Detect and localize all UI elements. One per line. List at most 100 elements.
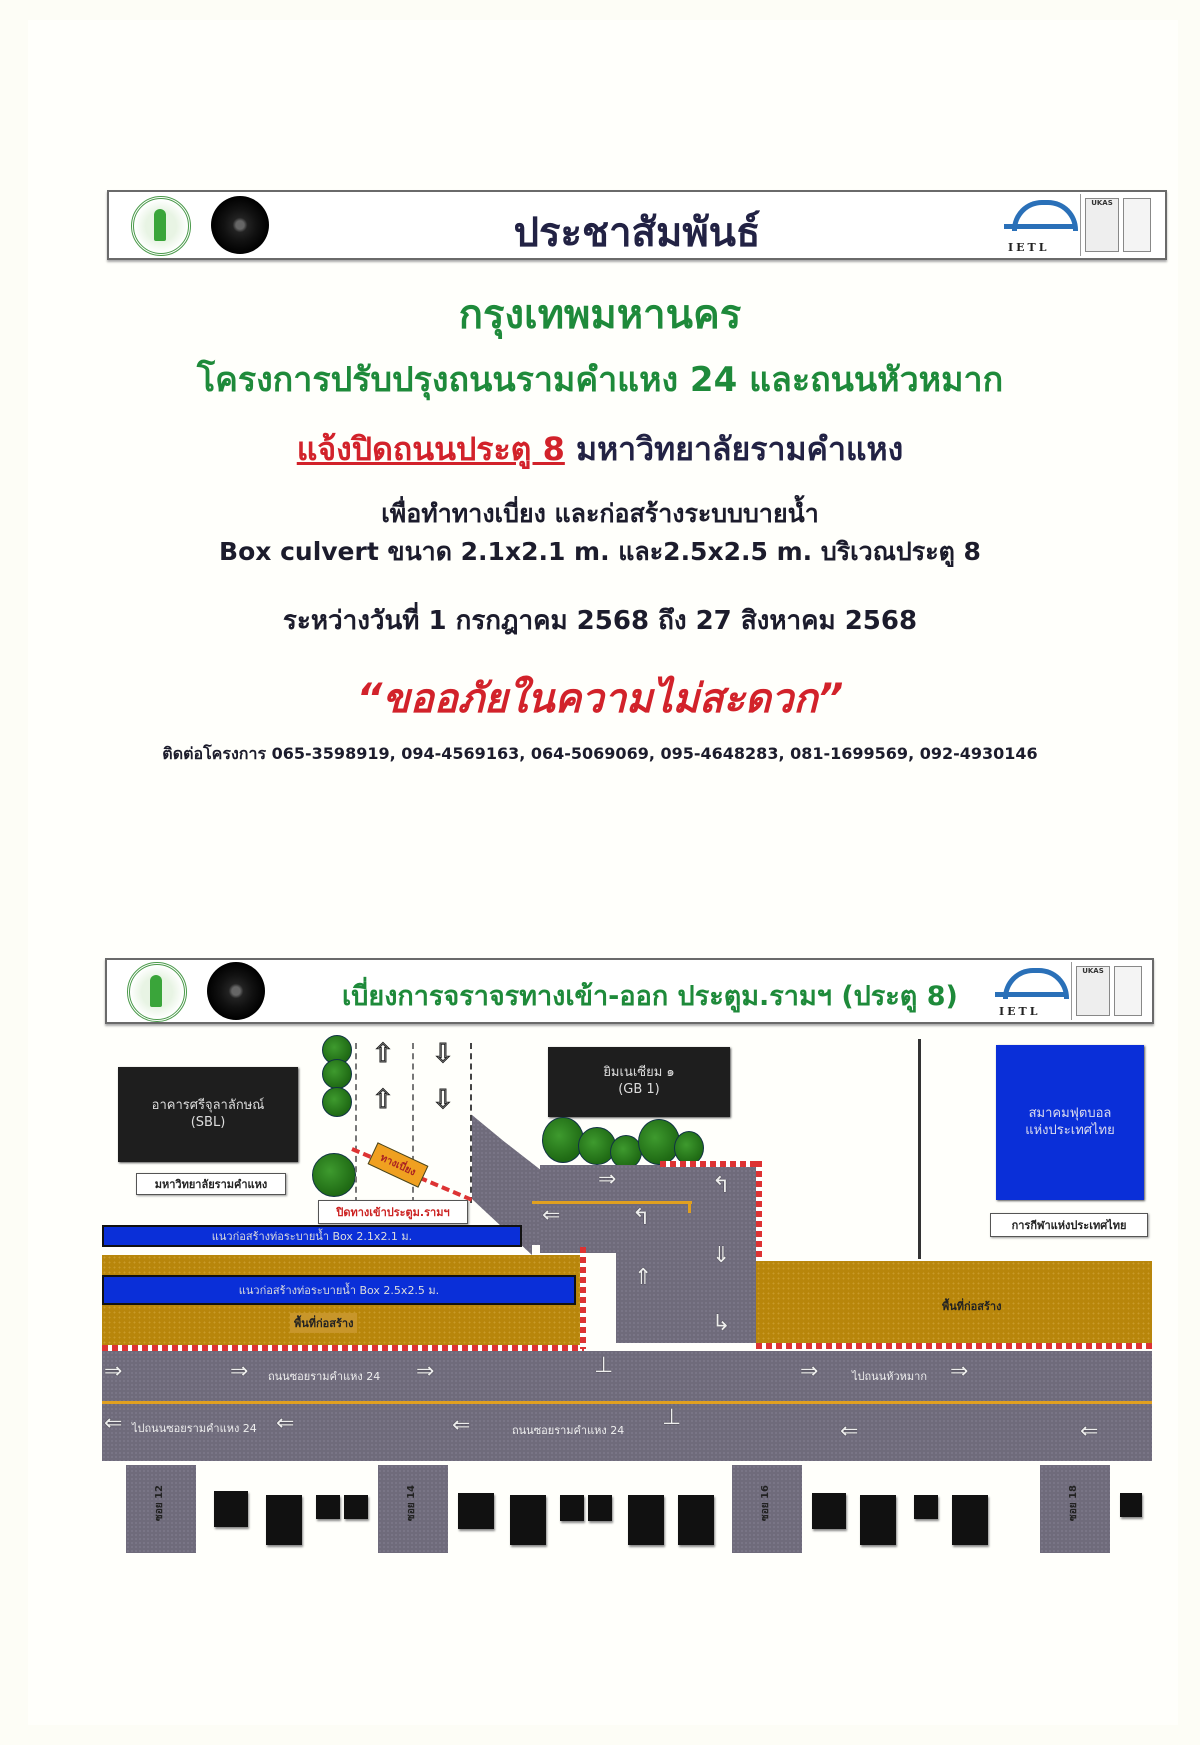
notice-header-bar: ประชาสัมพันธ์ IETL UKAS — [107, 190, 1167, 260]
arrow-right-icon: ⇒ — [104, 1359, 123, 1384]
work-area-label: พื้นที่ก่อสร้าง — [290, 1313, 358, 1333]
lane-line — [412, 1043, 414, 1203]
notice-header-title: ประชาสัมพันธ์ — [513, 210, 761, 256]
tree-icon — [578, 1127, 616, 1165]
arrow-turn-icon: ↰ — [712, 1173, 731, 1198]
house-block — [1120, 1493, 1142, 1517]
tree-icon — [638, 1119, 680, 1165]
arrow-right-icon: ⇒ — [230, 1359, 249, 1384]
building-football-association: สมาคมฟุตบอล แห่งประเทศไทย — [996, 1045, 1144, 1200]
detour-sign: ทางเบี่ยง — [367, 1142, 429, 1188]
tag-closed-entry: ปิดทางเข้าประตูม.รามฯ — [318, 1200, 468, 1224]
apology-text: “ขออภัยในความไม่สะดวก” — [356, 676, 844, 722]
pipe-line-large: แนวก่อสร้างท่อระบายน้ำ Box 2.5x2.5 ม. — [102, 1275, 576, 1305]
house-block — [560, 1495, 584, 1521]
bma-seal-icon — [131, 196, 191, 256]
building-gb1: ยิมเนเซียม ๑ (GB 1) — [548, 1047, 730, 1117]
work-area-right — [756, 1261, 1152, 1347]
contact-numbers: 065-3598919, 094-4569163, 064-5069069, 0… — [271, 744, 1038, 763]
house-block — [628, 1495, 664, 1545]
arrow-right-icon: ⇒ — [416, 1359, 435, 1384]
house-block — [344, 1495, 368, 1519]
main-road — [102, 1351, 1152, 1461]
iso-cert-icon — [1114, 966, 1142, 1016]
arrow-left-icon: ⇐ — [452, 1413, 471, 1438]
tree-icon — [322, 1087, 352, 1117]
map-header-title: เบี่ยงการจราจรทางเข้า-ออก ประตูม.รามฯ (ป… — [342, 981, 958, 1012]
arrow-turn-icon: ⊥ — [662, 1405, 682, 1430]
bma-seal-icon — [127, 962, 187, 1022]
closure-highlight: แจ้งปิดถนนประตู 8 — [296, 430, 565, 468]
iso-cert-icon — [1123, 198, 1151, 252]
org-title: กรุงเทพมหานคร — [458, 292, 742, 338]
period-text: ระหว่างวันที่ 1 กรกฎาคม 2568 ถึง 27 สิงห… — [282, 606, 918, 636]
house-block — [266, 1495, 302, 1545]
purpose-line-2: Box culvert ขนาด 2.1x2.1 m. และ2.5x2.5 m… — [219, 537, 981, 566]
arrow-down-icon: ⇩ — [432, 1039, 455, 1069]
arrow-left-icon: ⇐ — [1080, 1419, 1099, 1444]
access-road — [616, 1213, 756, 1343]
soi-14: ซอย 14 — [378, 1465, 448, 1553]
arrow-right-icon: ⇒ — [800, 1359, 819, 1384]
closure-barrier — [660, 1161, 760, 1167]
house-block — [588, 1495, 612, 1521]
main-road-centerline — [102, 1401, 1152, 1404]
tag-ramkhamhaeng-university: มหาวิทยาลัยรามคำแหง — [136, 1173, 286, 1195]
partner-logos: IETL UKAS — [1002, 194, 1151, 256]
road-label-lower-left: ไปถนนซอยรามคำแหง 24 — [132, 1422, 257, 1435]
partner-logos: IETL UKAS — [993, 962, 1142, 1020]
closure-barrier — [756, 1161, 762, 1341]
work-area-barrier — [580, 1247, 586, 1349]
work-area-label: พื้นที่ก่อสร้าง — [942, 1300, 1002, 1313]
project-title: โครงการปรับปรุงถนนรามคำแหง 24 และถนนหัวห… — [196, 360, 1004, 400]
house-block — [316, 1495, 340, 1519]
map-header-bar: เบี่ยงการจราจรทางเข้า-ออก ประตูม.รามฯ (ป… — [105, 958, 1154, 1024]
contact-label: ติดต่อโครงการ — [162, 744, 267, 763]
house-block — [510, 1495, 546, 1545]
district-disc-icon — [211, 196, 269, 254]
soi-18: ซอย 18 — [1040, 1465, 1110, 1553]
house-block — [860, 1495, 896, 1545]
closure-location: มหาวิทยาลัยรามคำแหง — [564, 430, 904, 468]
purpose-line-1: เพื่อทำทางเบี่ยง และก่อสร้างระบบบายน้ำ — [381, 499, 819, 528]
contact-line: ติดต่อโครงการ 065-3598919, 094-4569163, … — [0, 742, 1200, 767]
house-block — [678, 1495, 714, 1545]
arrow-turn-icon: ⊥ — [594, 1353, 614, 1378]
soi-12: ซอย 12 — [126, 1465, 196, 1553]
ukas-cert-icon: UKAS — [1076, 966, 1110, 1016]
arrow-down-icon: ⇓ — [712, 1243, 731, 1268]
house-block — [914, 1495, 938, 1519]
centerline — [532, 1201, 692, 1204]
arrow-left-icon: ⇐ — [104, 1411, 123, 1436]
tree-icon — [674, 1131, 704, 1165]
road-label-upper-left: ถนนซอยรามคำแหง 24 — [268, 1370, 381, 1383]
closure-line: แจ้งปิดถนนประตู 8 มหาวิทยาลัยรามคำแหง — [0, 424, 1200, 475]
arrow-left-icon: ⇐ — [276, 1411, 295, 1436]
arrow-up-icon: ⇑ — [634, 1265, 653, 1290]
lane-line — [470, 1043, 472, 1203]
lane-line — [355, 1043, 357, 1203]
road-label-lower-mid: ถนนซอยรามคำแหง 24 — [512, 1424, 625, 1437]
arrow-right-icon: ⇒ — [950, 1359, 969, 1384]
ietl-logo-icon: IETL — [993, 962, 1072, 1020]
tag-sports-authority: การกีฬาแห่งประเทศไทย — [990, 1213, 1148, 1237]
tree-icon — [312, 1153, 356, 1197]
ukas-cert-icon: UKAS — [1085, 198, 1119, 252]
work-area-barrier — [102, 1345, 584, 1351]
arrow-down-icon: ⇩ — [432, 1085, 455, 1115]
ietl-logo-icon: IETL — [1002, 194, 1081, 256]
district-disc-icon — [207, 962, 265, 1020]
divider-line — [918, 1039, 921, 1259]
house-block — [952, 1495, 988, 1545]
pipe-line-small: แนวก่อสร้างท่อระบายน้ำ Box 2.1x2.1 ม. — [102, 1225, 522, 1247]
arrow-up-icon: ⇧ — [372, 1085, 395, 1115]
tree-icon — [322, 1059, 352, 1089]
house-block — [458, 1493, 494, 1529]
house-block — [214, 1491, 248, 1527]
detour-map: อาคารศรีจุลาลักษณ์ (SBL) มหาวิทยาลัยรามค… — [100, 1035, 1160, 1555]
work-area-barrier — [756, 1343, 1152, 1349]
house-block — [812, 1493, 846, 1529]
road-label-upper-right: ไปถนนหัวหมาก — [852, 1370, 927, 1383]
arrow-right-icon: ⇒ — [598, 1167, 617, 1192]
arrow-turn-icon: ↰ — [632, 1205, 651, 1230]
